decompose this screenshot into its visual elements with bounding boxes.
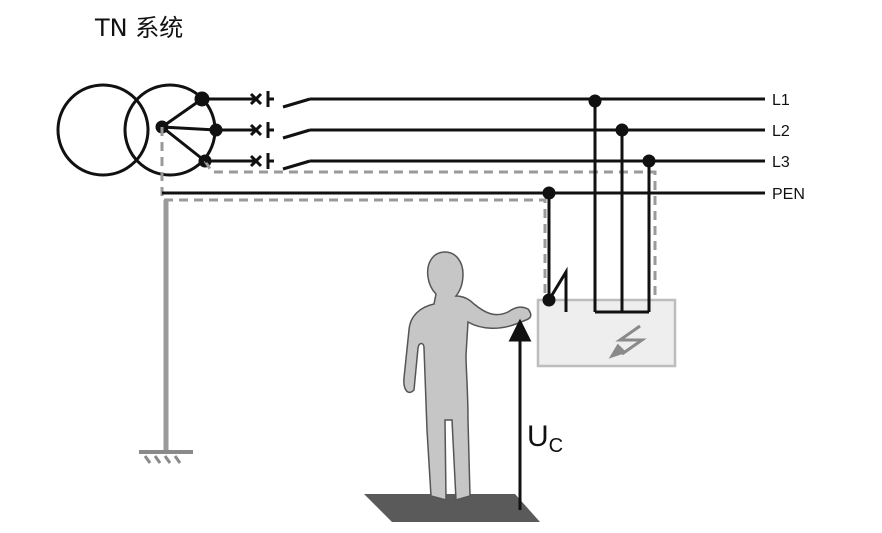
label-l2: L2 bbox=[772, 123, 790, 140]
equipment-enclosure bbox=[536, 298, 677, 368]
breaker-l2 bbox=[249, 122, 311, 140]
label-l3: L3 bbox=[772, 154, 790, 171]
transformer-star-winding bbox=[155, 91, 223, 168]
label-l1: L1 bbox=[772, 92, 790, 109]
floor-mat bbox=[364, 494, 540, 522]
load-connections bbox=[542, 94, 656, 314]
person-icon bbox=[403, 251, 532, 501]
touch-voltage-symbol: U bbox=[527, 420, 549, 453]
bus-lines bbox=[162, 97, 765, 195]
touch-voltage-subscript: C bbox=[549, 435, 563, 457]
breaker-l1 bbox=[249, 91, 311, 109]
touch-voltage-arrow bbox=[508, 318, 532, 510]
touch-voltage-label: UC bbox=[527, 420, 563, 457]
lightning-fault-icon bbox=[608, 324, 647, 359]
earth-ground-icon bbox=[139, 200, 193, 464]
breaker-l3 bbox=[249, 153, 311, 171]
feeder-stubs bbox=[202, 97, 255, 163]
circuit-breaker-icon bbox=[249, 91, 311, 171]
label-pen: PEN bbox=[772, 186, 805, 203]
diagram-title: TN 系统 bbox=[95, 14, 184, 42]
